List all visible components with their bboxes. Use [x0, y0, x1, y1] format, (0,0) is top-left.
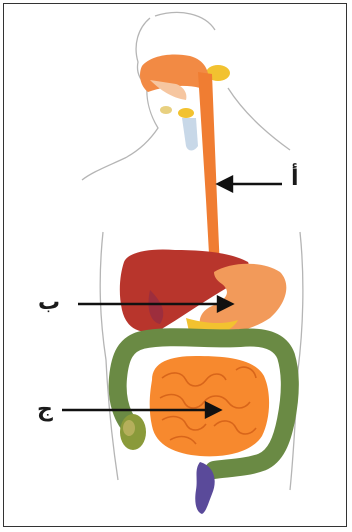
mouth — [140, 54, 208, 150]
label-b: ب — [38, 292, 60, 314]
esophagus — [198, 72, 220, 272]
arrow-a-head — [218, 177, 232, 191]
label-c: ج — [37, 399, 53, 421]
gallbladder-highlight — [123, 420, 135, 436]
label-a: أ — [291, 168, 299, 190]
